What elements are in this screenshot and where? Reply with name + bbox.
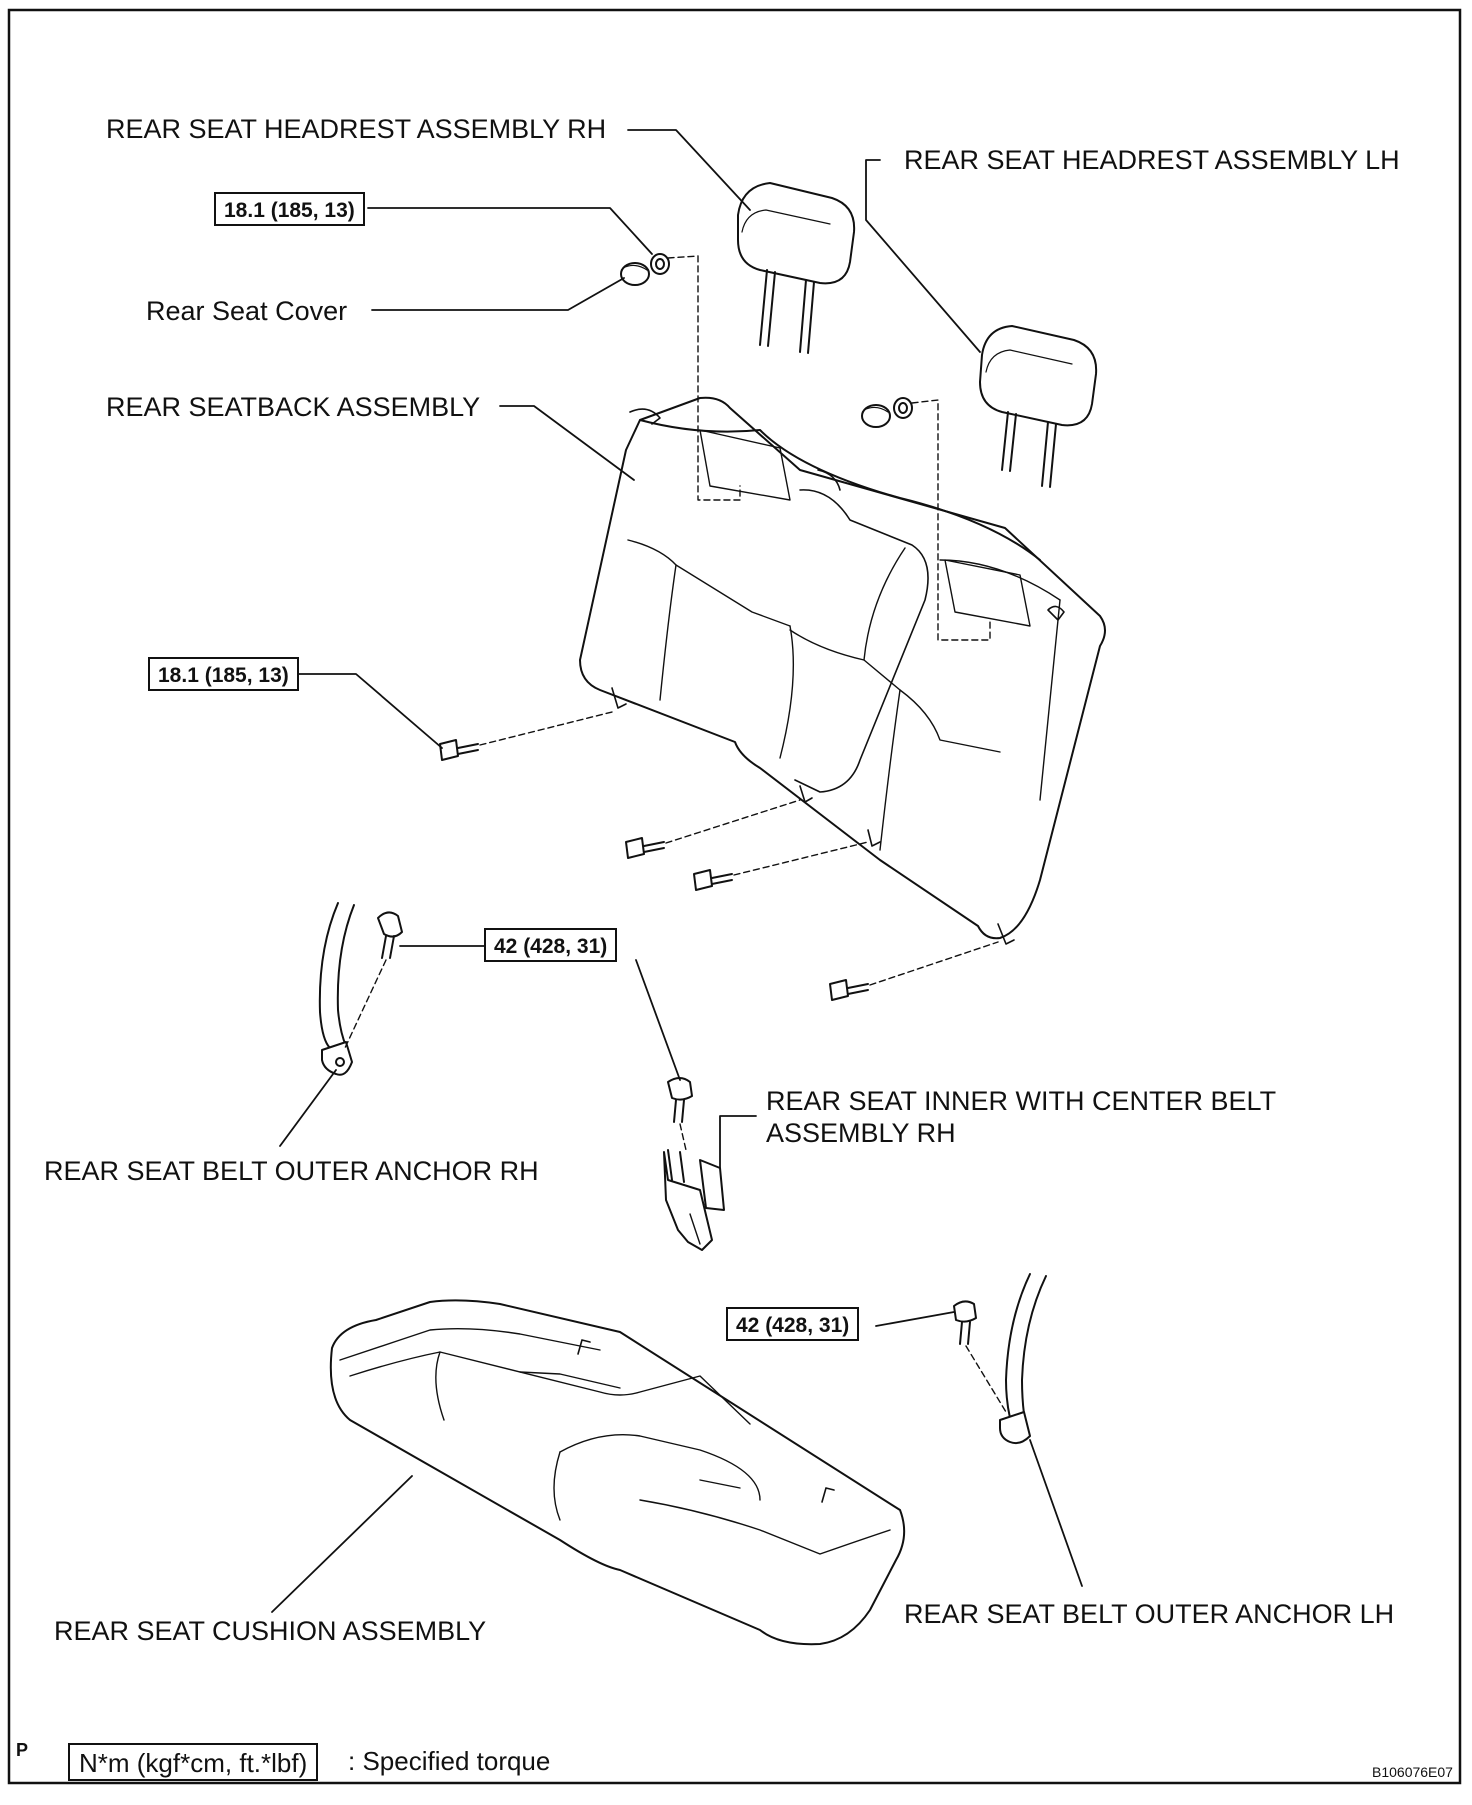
center-belt-bolt xyxy=(667,1077,693,1123)
label-seatback: REAR SEATBACK ASSEMBLY xyxy=(106,392,481,422)
seatback-bolt-3 xyxy=(693,869,733,891)
corner-mark: P xyxy=(16,1740,29,1760)
figure-frame xyxy=(7,8,1462,1785)
label-rear-seat-cover: Rear Seat Cover xyxy=(146,296,348,326)
belt-anchor-lh-bolt xyxy=(953,1300,977,1345)
rear-seat-cover-lh xyxy=(861,404,891,428)
seatback-bolt-2 xyxy=(625,837,665,859)
leader-belt-anchor-lh xyxy=(1029,1439,1083,1587)
label-belt-anchor-lh: REAR SEAT BELT OUTER ANCHOR LH xyxy=(904,1599,1395,1629)
torque-legend-unit-box: N*m (kgf*cm, ft.*lbf) xyxy=(68,1743,319,1781)
leader-seatback xyxy=(499,405,635,481)
torque-box-seatback-bolt: 18.1 (185, 13) xyxy=(148,657,299,691)
belt-anchor-rh-bolt xyxy=(377,911,403,959)
nut-lh xyxy=(893,397,913,419)
center-belt-dash-guide xyxy=(679,1123,687,1151)
label-headrest-lh: REAR SEAT HEADREST ASSEMBLY LH xyxy=(904,145,1400,175)
leader-torque-headrest-nut xyxy=(367,207,653,255)
label-cushion: REAR SEAT CUSHION ASSEMBLY xyxy=(54,1616,487,1646)
leader-torque-anchor-lh xyxy=(875,1311,955,1327)
leader-cushion xyxy=(271,1475,413,1613)
torque-box-center-belt-bolt: 42 (428, 31) xyxy=(484,928,618,962)
seatback-assembly xyxy=(579,396,1106,945)
anchor-rh-dash-guide xyxy=(343,959,387,1051)
leader-torque-seatback-bolt xyxy=(297,673,443,749)
rear-seat-cover-rh xyxy=(620,262,650,286)
seatback-bolt-1 xyxy=(439,739,479,761)
seatback-bolt-dash-guides xyxy=(479,711,999,986)
torque-box-anchor-lh-bolt: 42 (428, 31) xyxy=(726,1307,860,1341)
headrest-lh xyxy=(979,325,1098,488)
leader-rear-seat-cover xyxy=(371,277,625,311)
belt-outer-anchor-rh xyxy=(318,902,355,1076)
leader-belt-anchor-rh xyxy=(279,1069,337,1147)
headrest-rh xyxy=(737,182,856,354)
label-headrest-rh: REAR SEAT HEADREST ASSEMBLY RH xyxy=(106,114,607,144)
headrest-dash-guides xyxy=(667,255,991,641)
leader-headrest-lh xyxy=(865,159,981,353)
seatback-bolt-4 xyxy=(829,979,869,1001)
label-belt-anchor-rh: REAR SEAT BELT OUTER ANCHOR RH xyxy=(44,1156,539,1186)
inner-center-belt-assembly-rh xyxy=(663,1149,725,1251)
torque-legend-text: : Specified torque xyxy=(348,1746,551,1776)
anchor-lh-dash-guide xyxy=(965,1345,1007,1413)
label-inner-center-belt-line2: ASSEMBLY RH xyxy=(766,1118,956,1148)
belt-outer-anchor-lh xyxy=(999,1273,1047,1445)
leader-headrest-rh xyxy=(627,129,751,211)
torque-box-headrest-nut: 18.1 (185, 13) xyxy=(214,192,365,226)
leader-lines xyxy=(271,129,1083,1613)
leader-torque-center-belt-b xyxy=(635,959,681,1081)
label-inner-center-belt-line1: REAR SEAT INNER WITH CENTER BELT xyxy=(766,1086,1277,1116)
seat-cushion-assembly xyxy=(329,1299,906,1646)
nut-rh xyxy=(650,253,670,275)
leader-inner-center-belt xyxy=(719,1115,757,1169)
figure-code: B106076E07 xyxy=(1372,1764,1453,1780)
